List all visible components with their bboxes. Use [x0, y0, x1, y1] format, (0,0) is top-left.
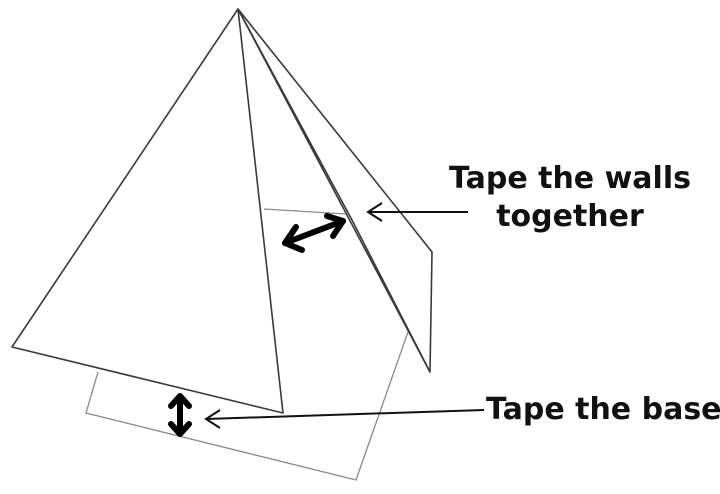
tape-base-label: Tape the base [486, 392, 720, 427]
right-wall-inner [237, 8, 431, 373]
walls-double-arrow-icon [282, 213, 346, 253]
wall-gap-line [263, 208, 347, 215]
base-panel [85, 331, 409, 481]
walls-pointer-arrow [366, 202, 468, 222]
front-face [11, 8, 284, 414]
right-wall-outer [237, 8, 433, 373]
tape-walls-label: Tape the walls together [420, 160, 720, 236]
tape-walls-label-line1: Tape the walls [449, 161, 691, 196]
base-pointer-arrow [204, 409, 485, 429]
tape-walls-label-line2: together [496, 199, 644, 234]
base-double-arrow-icon [168, 393, 192, 437]
